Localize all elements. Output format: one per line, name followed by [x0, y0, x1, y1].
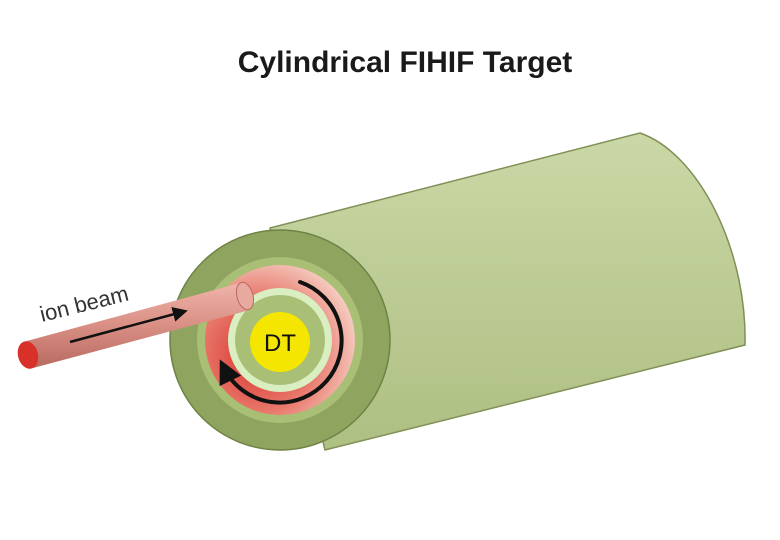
ion-beam-rod: [17, 281, 255, 369]
cylinder-body: [269, 132, 746, 451]
diagram-title: Cylindrical FIHIF Target: [238, 46, 573, 79]
dt-label: DT: [264, 330, 296, 357]
rotation-arrow: [219, 280, 344, 405]
beam-direction-arrow: [69, 307, 188, 344]
dt-fuel-core: DT: [250, 312, 310, 372]
